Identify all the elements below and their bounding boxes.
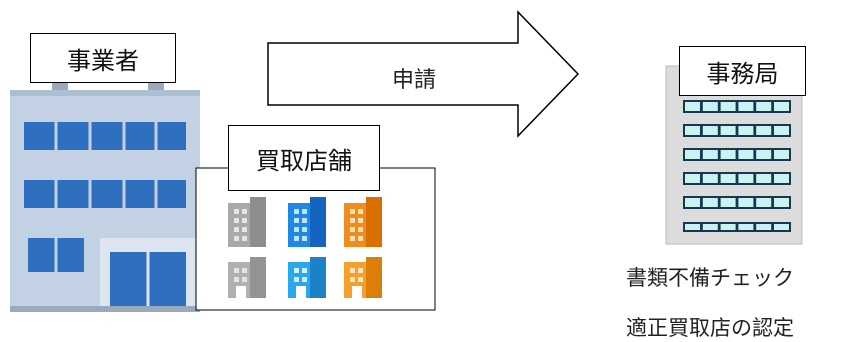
small-building-icon xyxy=(344,257,382,298)
tower-window xyxy=(720,102,736,111)
tower-window xyxy=(685,126,700,135)
office-task: 適正買取店の認定 xyxy=(626,316,794,340)
tower-window xyxy=(738,174,754,183)
tower-window xyxy=(756,102,772,111)
tower-window xyxy=(756,150,772,159)
tower-window xyxy=(685,174,700,183)
tower-window xyxy=(685,150,700,159)
tower-window xyxy=(774,126,789,135)
tower-window xyxy=(685,102,700,111)
tower-window xyxy=(756,224,772,230)
office-building-icon xyxy=(10,80,200,312)
tower-window xyxy=(774,102,789,111)
tower-window xyxy=(685,224,700,230)
tower-window xyxy=(702,126,718,135)
small-building-icon xyxy=(228,197,266,247)
small-building-icon xyxy=(344,197,382,247)
office-label: 事務局 xyxy=(679,46,806,96)
store-label: 買取店舗 xyxy=(228,125,380,191)
tower-window xyxy=(738,198,754,207)
tower-window xyxy=(774,174,789,183)
tower-window xyxy=(774,198,789,207)
tower-window xyxy=(720,126,736,135)
small-building-icon xyxy=(228,257,266,298)
arrow-right-icon xyxy=(267,10,580,138)
tower-window xyxy=(774,224,789,230)
tower-window xyxy=(756,126,772,135)
tower-window xyxy=(756,198,772,207)
tower-window xyxy=(685,198,700,207)
tower-window xyxy=(738,150,754,159)
business-label: 事業者 xyxy=(30,33,176,83)
tower-window xyxy=(702,198,718,207)
tower-window xyxy=(720,198,736,207)
tower-window xyxy=(738,102,754,111)
tower-window xyxy=(720,224,736,230)
arrow-label: 申請 xyxy=(392,68,437,93)
tower-window xyxy=(720,174,736,183)
tower-window xyxy=(702,174,718,183)
tower-window xyxy=(756,174,772,183)
tower-window xyxy=(720,150,736,159)
tower-window xyxy=(738,224,754,230)
small-building-icon xyxy=(288,257,326,298)
tower-window xyxy=(702,102,718,111)
office-task: 書類不備チェック xyxy=(626,266,794,290)
small-building-icon xyxy=(288,197,326,247)
tower-window xyxy=(738,126,754,135)
tower-window xyxy=(702,150,718,159)
tower-window xyxy=(774,150,789,159)
tower-window xyxy=(702,224,718,230)
